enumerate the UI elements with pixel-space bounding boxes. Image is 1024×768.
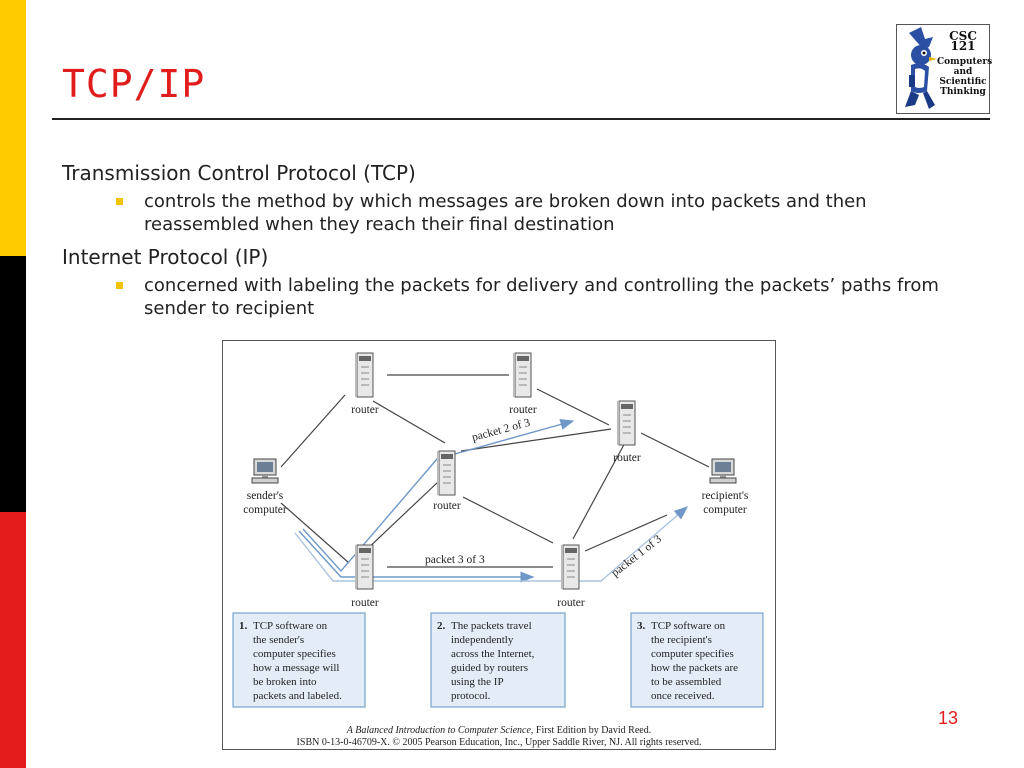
step-line: TCP software on [253,620,328,632]
sender-label: computer [243,504,287,516]
course-logo: CSC 121 Computers and Scientific Thinkin… [896,24,993,114]
bullet-heading-tcp: Transmission Control Protocol (TCP) [62,161,416,185]
packet-label: packet 2 of 3 [471,417,532,444]
caption-copyright: ISBN 0-13-0-46709-X. © 2005 Pearson Educ… [297,737,702,748]
logo-line: Computers [937,57,993,67]
svg-text:1. TCP software on: 1. TCP software on the sender's computer… [239,620,342,702]
sub-bullet-text: concerned with labeling the packets for … [144,275,939,319]
router-label: router [613,452,641,464]
step-line: to be assembled [651,676,722,688]
logo-line: and [953,67,973,77]
sender-label: sender's [247,490,284,502]
bullet-heading-ip: Internet Protocol (IP) [62,245,269,269]
step-line: how a message will [253,662,339,674]
step-line: the recipient's [651,634,712,646]
step-line: protocol. [451,690,491,702]
sender-computer-icon [251,458,279,484]
page-number: 13 [938,708,959,728]
router-icon [354,352,374,398]
svg-text:3. TCP software on: 3. TCP software on the recipient's compu… [637,620,741,702]
step-line: guided by routers [451,662,528,674]
router-label: router [351,597,379,609]
step-line: TCP software on [651,620,726,632]
step-line: computer specifies [651,648,734,660]
router-label: router [351,404,379,416]
step-line: packets and labeled. [253,690,342,702]
bluejay-mascot-icon [905,27,937,109]
step-line: computer specifies [253,648,336,660]
step-line: be broken into [253,676,317,688]
router-icon [616,400,636,446]
step-box-3: 3. TCP software on the recipient's compu… [630,612,764,708]
step-number: 1. [239,620,248,632]
step-line: using the IP [451,676,503,688]
router-label: router [557,597,585,609]
network-links [280,374,710,568]
logo-text: CSC 121 Computers and Scientific Thinkin… [937,29,993,97]
sub-bullet-tcp: controls the method by which messages ar… [116,190,962,236]
router-icon [354,544,374,590]
tcp-ip-diagram: router router router router router route… [222,340,776,750]
caption-book-title: A Balanced Introduction to Computer Scie… [346,725,532,736]
router-label: router [433,500,461,512]
accent-stripe-yellow [0,0,26,256]
svg-text:2. The packets travel: 2. The packets travel independently acro… [437,620,537,702]
figure-caption: A Balanced Introduction to Computer Scie… [297,725,702,748]
logo-course-code: CSC 121 [949,29,977,53]
packet-paths [294,418,689,583]
step-number: 3. [637,620,646,632]
router-icon [512,352,532,398]
sub-bullet-ip: concerned with labeling the packets for … [116,274,962,320]
router-icon [560,544,580,590]
square-bullet-icon [116,198,123,205]
step-line: independently [451,634,514,646]
title-underline [52,118,990,120]
sub-bullet-text: controls the method by which messages ar… [144,191,867,235]
caption-edition: , First Edition by David Reed. [531,725,651,736]
step-line: once received. [651,690,715,702]
accent-stripe-red [0,512,26,768]
step-box-2: 2. The packets travel independently acro… [430,612,566,708]
slide-title: TCP/IP [62,62,206,106]
bullet-list: Transmission Control Protocol (TCP) cont… [62,160,962,328]
router-icon [436,450,456,496]
recipient-label: recipient's [702,490,749,502]
router-label: router [509,404,537,416]
step-number: 2. [437,620,446,632]
step-line: across the Internet, [451,648,535,660]
step-box-1: 1. TCP software on the sender's computer… [232,612,366,708]
logo-line: Thinking [940,87,986,97]
packet-label: packet 1 of 3 [609,533,664,579]
recipient-label: computer [703,504,747,516]
recipient-computer-icon [709,458,737,484]
accent-stripe-black [0,256,26,512]
step-line: how the packets are [651,662,738,674]
step-line: the sender's [253,634,304,646]
square-bullet-icon [116,282,123,289]
packet-label: packet 3 of 3 [425,554,485,566]
step-line: The packets travel [451,620,532,632]
logo-line: Scientific [939,77,987,87]
svg-text:A Balanced Introduction to Com: A Balanced Introduction to Computer Scie… [346,725,651,736]
